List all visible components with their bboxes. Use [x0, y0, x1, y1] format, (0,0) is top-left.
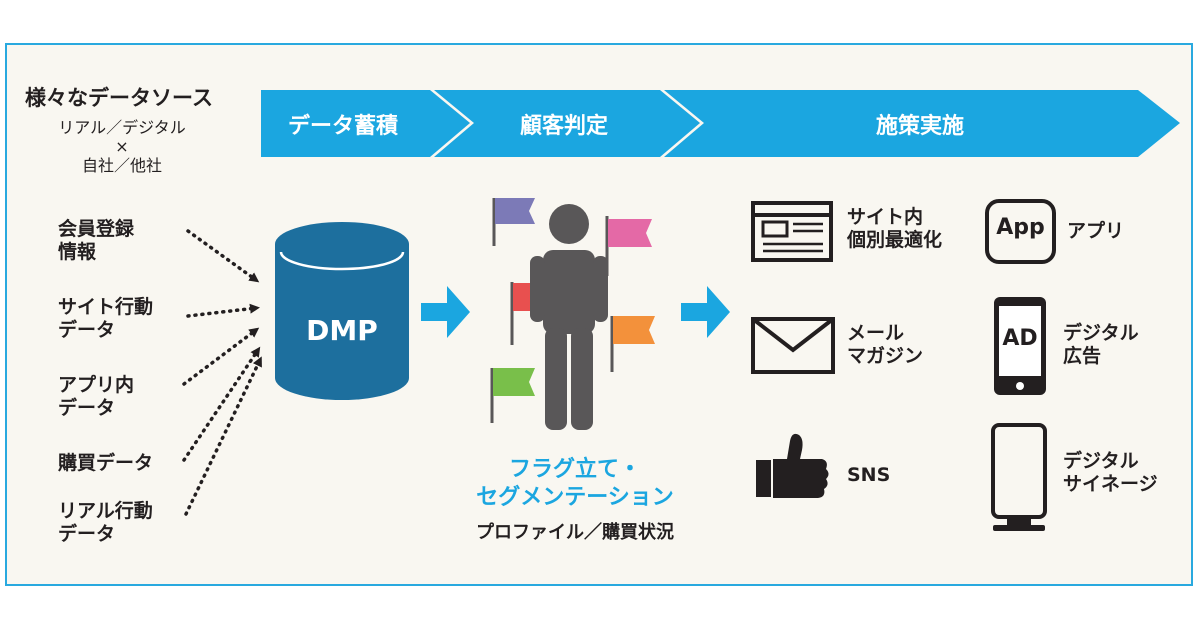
flag-pink — [608, 219, 652, 247]
source-item-site-behavior: サイト行動 データ — [58, 296, 154, 342]
action-label-sns: SNS — [847, 464, 891, 486]
dotted-arrow-3 — [182, 327, 260, 386]
action-label-digital-signage: デジタル サイネージ — [1063, 450, 1158, 496]
source-item-membership: 会員登録 情報 — [58, 218, 135, 264]
flagging-title: フラグ立て・ セグメンテーション — [476, 457, 674, 510]
flow-arrow-1 — [421, 286, 470, 338]
flag-purple — [495, 198, 535, 224]
ad-icon-text: AD — [1002, 326, 1038, 351]
source-item-purchase: 購買データ — [58, 452, 154, 474]
action-label-app: アプリ — [1067, 220, 1125, 242]
source-item-in-app: アプリ内 データ — [58, 374, 135, 420]
stage-chevron-judge — [434, 90, 700, 157]
stage-label-accumulate: データ蓄積 — [288, 114, 399, 139]
dotted-arrow-5 — [184, 356, 262, 516]
sources-subtitle: リアル／デジタル × 自社／他社 — [58, 118, 186, 176]
envelope-icon — [751, 317, 835, 374]
app-icon-text: App — [996, 215, 1045, 240]
stage-chevron-execute — [664, 90, 1180, 157]
sources-title: 様々なデータソース — [25, 86, 213, 110]
action-label-mail-magazine: メール マガジン — [847, 322, 924, 368]
source-item-real-behavior: リアル行動 データ — [58, 500, 153, 546]
dotted-arrow-2 — [186, 303, 260, 318]
thumbs-up-icon — [756, 433, 829, 498]
flag-green — [493, 368, 535, 396]
browser-window-icon — [751, 201, 833, 262]
app-icon — [985, 199, 1056, 264]
flagging-subtitle: プロファイル／購買状況 — [476, 522, 674, 543]
stage-label-judge: 顧客判定 — [520, 114, 609, 139]
action-label-digital-ad: デジタル 広告 — [1063, 322, 1139, 368]
dmp-label: DMP — [306, 314, 378, 347]
flow-arrow-2 — [681, 286, 730, 338]
action-label-site-optimization: サイト内 個別最適化 — [847, 206, 943, 252]
flag-orange — [613, 316, 655, 344]
stage-label-execute: 施策実施 — [876, 114, 965, 139]
stage-chevron-accumulate — [261, 90, 470, 157]
dotted-arrow-4 — [182, 346, 261, 462]
smartphone-ad-icon — [994, 297, 1046, 395]
dotted-arrow-1 — [186, 229, 260, 283]
signage-icon — [991, 423, 1047, 531]
